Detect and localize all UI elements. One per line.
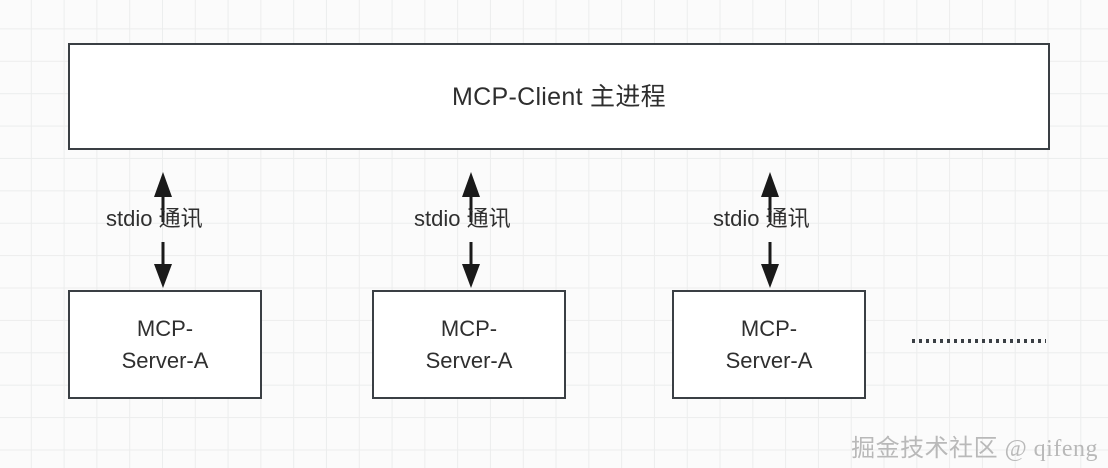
connector-arrow-1[interactable] xyxy=(143,150,183,291)
connector-label-1: stdio 通讯 xyxy=(106,206,203,231)
mcp-server-label-1-line1: MCP- xyxy=(136,315,194,341)
mcp-server-label-3-line2: Server-A xyxy=(725,347,813,373)
mcp-server-box-2[interactable]: MCP- Server-A xyxy=(372,290,566,399)
mcp-server-label-2-line2: Server-A xyxy=(425,347,513,373)
arrow-down-head xyxy=(761,264,779,288)
arrow-down-head xyxy=(462,264,480,288)
mcp-client-label: MCP-Client 主进程 xyxy=(452,82,666,111)
mcp-server-box-3[interactable]: MCP- Server-A xyxy=(672,290,866,399)
arrow-up-head xyxy=(761,172,779,197)
connector-label-2: stdio 通讯 xyxy=(414,206,511,231)
connector-arrow-2[interactable] xyxy=(451,150,491,291)
mcp-server-label-3-line1: MCP- xyxy=(740,315,798,341)
arrow-up-head xyxy=(462,172,480,197)
mcp-client-box[interactable]: MCP-Client 主进程 xyxy=(68,43,1050,150)
connector-label-3: stdio 通讯 xyxy=(713,206,810,231)
connector-arrow-3[interactable] xyxy=(750,150,790,291)
continuation-dotted-line xyxy=(912,339,1046,343)
arrow-down-head xyxy=(154,264,172,288)
mcp-server-label-1: MCP- Server-A xyxy=(122,313,209,377)
mcp-server-box-1[interactable]: MCP- Server-A xyxy=(68,290,262,399)
mcp-server-label-3: MCP- Server-A xyxy=(726,313,813,377)
mcp-server-label-1-line2: Server-A xyxy=(121,347,209,373)
mcp-server-label-2: MCP- Server-A xyxy=(426,313,513,377)
watermark-text: 掘金技术社区 @ qifeng xyxy=(851,436,1098,462)
mcp-server-label-2-line1: MCP- xyxy=(440,315,498,341)
arrow-up-head xyxy=(154,172,172,197)
